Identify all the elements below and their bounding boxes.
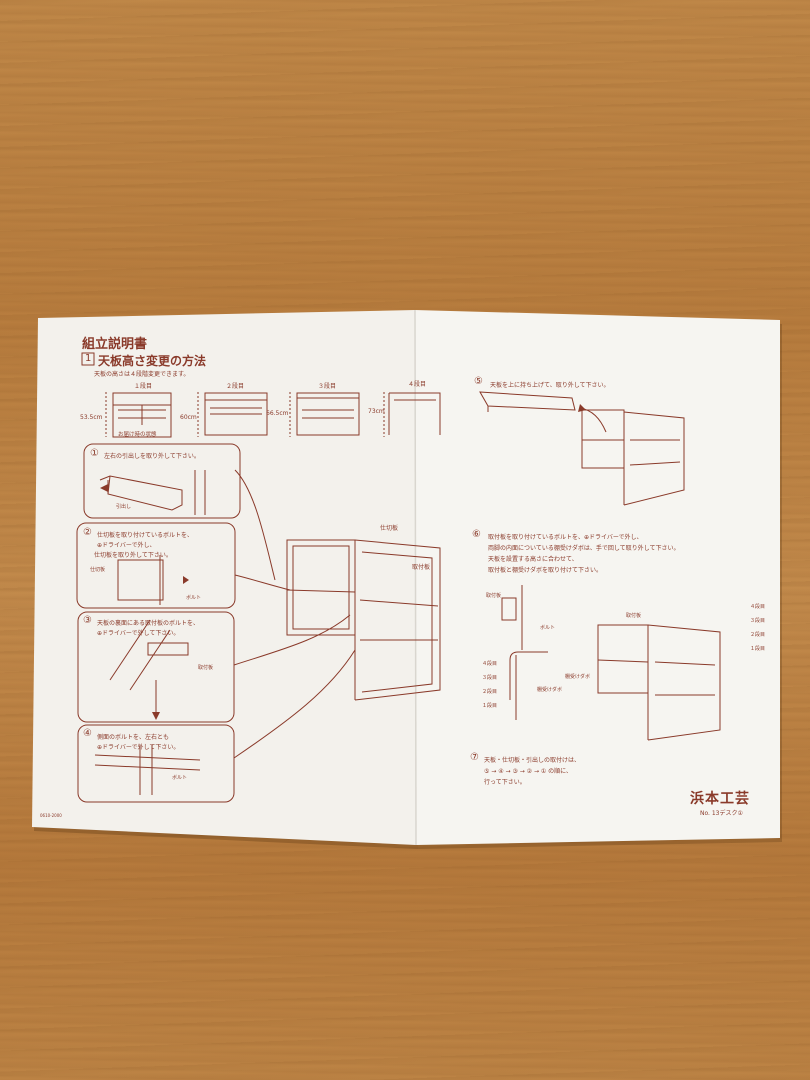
desk-height-1 — [113, 393, 171, 437]
height-step-1: １段目 — [134, 383, 153, 390]
step4-number: ④ — [83, 728, 92, 739]
center-mount-label: 取付板 — [412, 564, 431, 571]
model-number: No. 13デスク① — [700, 810, 743, 817]
section-heading: 天板高さ変更の方法 — [98, 354, 207, 368]
right-bolt-label: ボルト — [540, 625, 556, 631]
step2-label-partition: 仕切板 — [90, 567, 106, 573]
step1-text: 左右の引出しを取り外して下さい。 — [104, 453, 200, 460]
step5-number: ⑤ — [474, 376, 483, 387]
step4-label: ボルト — [172, 775, 188, 781]
level-3-right: ３段目 — [750, 618, 766, 624]
step2-label-bolt: ボルト — [186, 595, 202, 601]
right-shelf-dowel-label-2: 棚受けダボ — [565, 674, 591, 680]
height-step-2: ２段目 — [226, 383, 245, 390]
height-value-4: 73cm — [368, 408, 385, 415]
height-step-4: ４段目 — [408, 381, 427, 388]
height-value-1: 53.5cm — [80, 414, 103, 421]
step7-number: ⑦ — [470, 752, 479, 763]
brand-name: 浜本工芸 — [690, 791, 750, 807]
center-partition-label: 仕切板 — [380, 525, 399, 532]
step3-label: 取付板 — [198, 665, 214, 671]
height-step-3: ３段目 — [318, 383, 337, 390]
step2-line1: 仕切板を取り付けているボルトを、 — [97, 532, 194, 539]
step6-line1: 取付板を取り付けているボルトを、⊕ドライバーで外し、 — [488, 534, 643, 541]
step5-text: 天板を上に持ち上げて、取り外して下さい。 — [490, 382, 610, 389]
step3-number: ③ — [83, 615, 92, 626]
step3-line2: ⊕ドライバーで外して下さい。 — [97, 630, 180, 637]
level-4-right: ４段目 — [750, 604, 766, 610]
level-4-left: ４段目 — [482, 661, 498, 667]
step2-number: ② — [83, 527, 92, 538]
print-code: 0610-2000 — [40, 813, 62, 818]
step6-line2: 両脚の内面についている棚受けダボは、手で回して取り外して下さい。 — [488, 545, 680, 552]
right-mount-label-2: 取付板 — [626, 613, 642, 619]
step1-number: ① — [90, 448, 99, 459]
height-value-2: 60cm — [180, 414, 197, 421]
section-number: 1 — [85, 353, 92, 364]
right-shelf-dowel-label: 棚受けダボ — [537, 687, 563, 693]
step3-line1: 天板の裏面にある取付板のボルトを、 — [97, 620, 200, 627]
right-mount-label: 取付板 — [486, 593, 502, 599]
height-value-3: 66.5cm — [266, 410, 289, 417]
level-3-left: ３段目 — [482, 675, 498, 681]
document-title: 組立説明書 — [82, 337, 148, 352]
height-note-1: お届け時の状態 — [118, 432, 157, 438]
level-2-left: ２段目 — [482, 689, 498, 695]
step7-line1: 天板・仕切板・引出しの取付けは、 — [484, 757, 581, 764]
level-1-left: １段目 — [482, 703, 498, 709]
section-note: 天板の高さは４段階変更できます。 — [94, 371, 190, 378]
step4-line2: ⊕ドライバーで外して下さい。 — [97, 744, 180, 751]
step6-number: ⑥ — [472, 529, 481, 540]
level-2-right: ２段目 — [750, 632, 766, 638]
step6-line4: 取付板と棚受けダボを取り付けて下さい。 — [488, 567, 603, 574]
step7-line3: 行って下さい。 — [484, 779, 526, 786]
step6-line3: 天板を設置する高さに合わせて、 — [488, 556, 578, 563]
step2-line2: ⊕ドライバーで外し、 — [97, 542, 156, 549]
step7-line2: ⑤ → ④ → ③ → ② → ① の順に、 — [484, 768, 572, 775]
level-1-right: １段目 — [750, 646, 766, 652]
step1-label: 引出し — [116, 504, 132, 510]
step2-line3: 仕切板を取り外して下さい。 — [94, 552, 172, 559]
step4-line1: 側面のボルトを、左右とも — [97, 734, 170, 741]
